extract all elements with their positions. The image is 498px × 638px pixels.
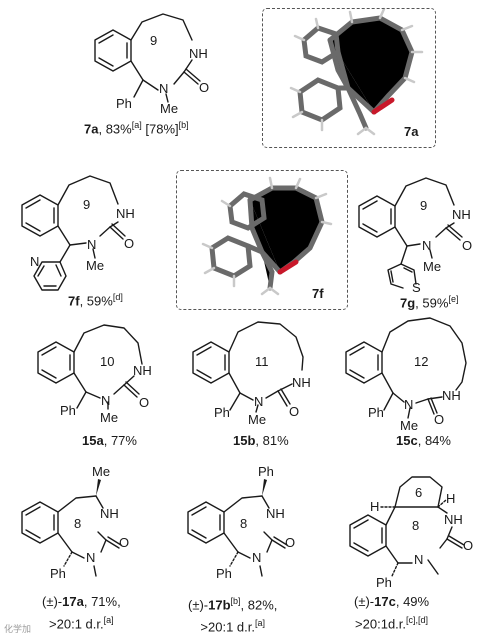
ring-size-17b: 8 <box>240 516 248 531</box>
atom-me-top-17a: Me <box>92 464 111 479</box>
structure-15a <box>37 324 143 410</box>
structure-7f <box>21 175 126 291</box>
atom-ph-7a: Ph <box>116 96 132 111</box>
atom-h-right-17c: H <box>446 491 456 506</box>
structure-17a <box>21 495 122 577</box>
atom-me-15b: Me <box>248 412 267 427</box>
atom-n-17a: N <box>86 550 96 565</box>
ring-size-15a: 10 <box>100 354 115 369</box>
structure-17c <box>349 476 465 577</box>
crystal-structure-7a <box>289 7 424 136</box>
atom-h-left-17c: H <box>370 499 380 514</box>
atom-ph-15a: Ph <box>60 403 76 418</box>
atom-o-7g: O <box>462 238 473 253</box>
crystal-frame-7f <box>176 170 348 310</box>
caption-7f: 7f, 59%[d] <box>68 292 123 309</box>
atom-n-pyridine-7f: N <box>30 254 40 269</box>
atom-nh-15b: NH <box>292 375 311 390</box>
atom-me-7f: Me <box>86 258 105 273</box>
crystal-structure-7f <box>201 176 333 296</box>
atom-nh-7a: NH <box>189 46 208 61</box>
caption-7g: 7g, 59%[e] <box>400 294 459 311</box>
caption-15b: 15b, 81% <box>233 433 289 448</box>
caption-7a: 7a, 83%[a] [78%][b] <box>84 120 189 137</box>
atom-n-7g: N <box>422 238 432 253</box>
atom-nh-17c: NH <box>444 512 463 527</box>
atom-nh-17b: NH <box>266 506 285 521</box>
atom-me-7a: Me <box>160 101 179 116</box>
ring-size-7g: 9 <box>420 198 428 213</box>
atom-n-15c: N <box>404 397 414 412</box>
atom-s-7g: S <box>412 280 421 295</box>
ring-size-7f: 9 <box>83 197 91 212</box>
atom-me-7g: Me <box>423 259 442 274</box>
atom-ph-top-17b: Ph <box>258 464 274 479</box>
atom-ph-17c: Ph <box>376 575 392 590</box>
atom-o-15b: O <box>289 404 300 419</box>
atom-n-7f: N <box>87 237 97 252</box>
ring-size-7a: 9 <box>150 33 158 48</box>
structure-7g <box>358 177 463 289</box>
atom-o-15c: O <box>434 412 445 427</box>
atom-n-17b: N <box>252 550 262 565</box>
ring-size-17a: 8 <box>74 516 82 531</box>
atom-nh-17a: NH <box>100 506 119 521</box>
atom-o-17b: O <box>285 535 296 550</box>
atom-me-15c: Me <box>400 418 419 433</box>
crystal-frame-7a <box>262 8 436 148</box>
atom-nh-7f: NH <box>116 206 135 221</box>
atom-me-15a: Me <box>100 410 119 425</box>
crystal-label-7a: 7a <box>404 124 419 139</box>
ring-size-15c: 12 <box>414 354 429 369</box>
atom-n-7a: N <box>159 81 169 96</box>
atom-n-15b: N <box>254 394 264 409</box>
inner-ring-size-17c: 6 <box>415 485 423 500</box>
structure-17b <box>187 495 288 577</box>
atom-nh-15a: NH <box>133 363 152 378</box>
atom-o-17a: O <box>119 535 130 550</box>
atom-ph-15b: Ph <box>214 405 230 420</box>
structure-15c <box>345 317 467 419</box>
ring-size-17c: 8 <box>412 518 420 533</box>
structure-7a <box>94 13 201 103</box>
watermark: 化学加 <box>4 624 32 634</box>
atom-ph-15c: Ph <box>368 405 384 420</box>
caption-15c: 15c, 84% <box>396 433 451 448</box>
structure-15b <box>192 321 304 413</box>
atom-o-7a: O <box>199 80 210 95</box>
atom-o-15a: O <box>139 395 150 410</box>
ring-size-15b: 11 <box>255 354 269 369</box>
atom-n-15a: N <box>101 393 111 408</box>
caption-17b: (±)-17b[b], 82%, >20:1 d.r.[a] <box>188 596 278 635</box>
atom-ph-17b: Ph <box>216 566 232 581</box>
atom-o-7f: O <box>124 236 135 251</box>
atom-nh-15c: NH <box>442 388 461 403</box>
atom-ph-17a: Ph <box>50 566 66 581</box>
atom-nh-7g: NH <box>452 207 471 222</box>
atom-n-17c: N <box>414 552 424 567</box>
atom-o-17c: O <box>463 538 474 553</box>
caption-17a: (±)-17a, 71%, >20:1 d.r.[a] <box>42 594 121 632</box>
caption-15a: 15a, 77% <box>82 433 137 448</box>
crystal-label-7f: 7f <box>312 286 324 301</box>
caption-17c: (±)-17c, 49% >20:1d.r.[c],[d] <box>354 594 430 632</box>
